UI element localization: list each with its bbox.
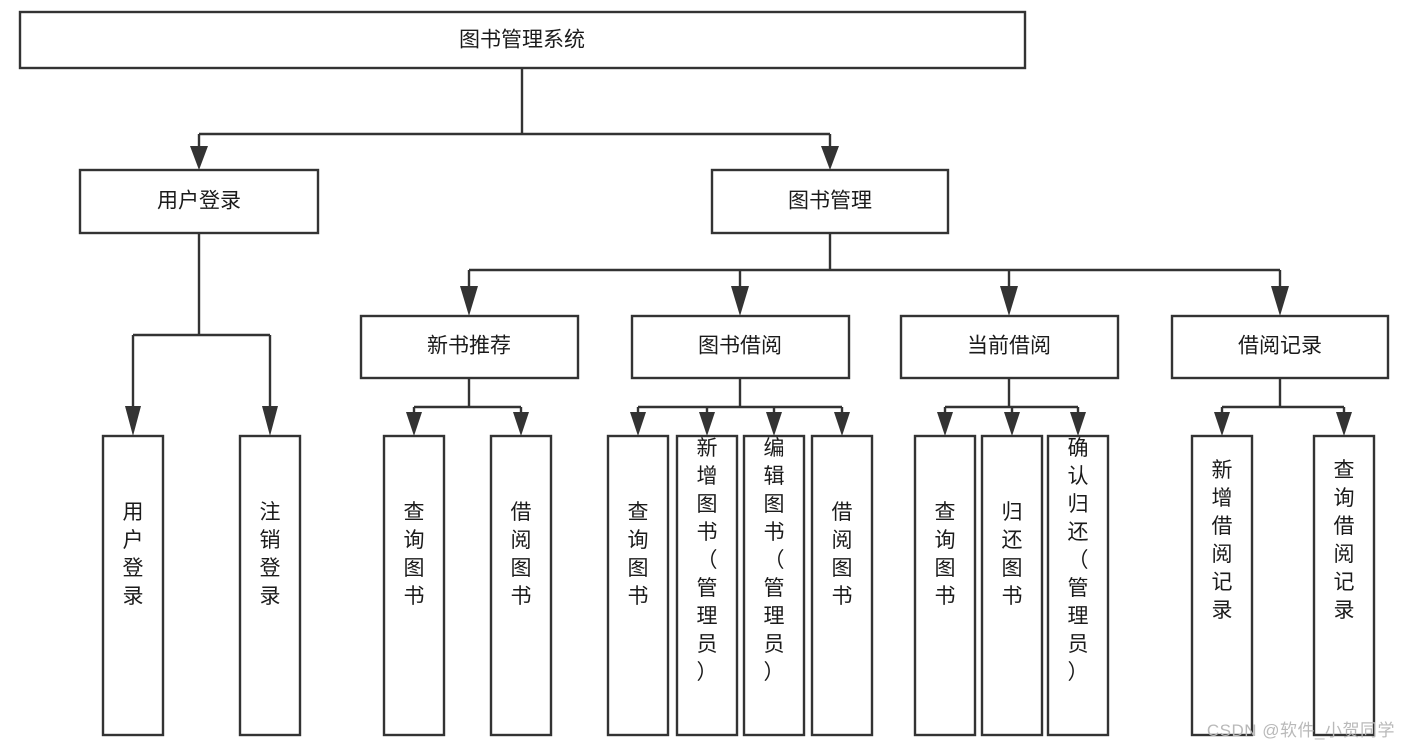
node-current-borrow-label: 当前借阅 bbox=[967, 335, 1051, 358]
node-current-borrow-box[interactable] bbox=[899, 314, 1120, 380]
node-leaf-logout-box[interactable] bbox=[238, 434, 302, 737]
arrow-head-leaf-borrow-book-2 bbox=[834, 412, 850, 436]
node-book-borrow-label: 图书借阅 bbox=[698, 335, 782, 358]
node-book-manage-box[interactable] bbox=[710, 168, 950, 235]
node-leaf-query-record[interactable]: 查询借阅记录 bbox=[1312, 434, 1376, 737]
node-leaf-return-book-box[interactable] bbox=[980, 434, 1044, 737]
node-borrow-record-label: 借阅记录 bbox=[1238, 335, 1322, 358]
arrow-head-leaf-user-login bbox=[125, 406, 141, 436]
node-root[interactable]: 图书管理系统 bbox=[18, 10, 1027, 70]
node-leaf-user-login-label: 用户登录 bbox=[123, 501, 144, 608]
node-leaf-borrow-book-2[interactable]: 借阅图书 bbox=[810, 434, 874, 737]
arrow-head-leaf-add-record bbox=[1214, 412, 1230, 436]
arrow-head-leaf-query-record bbox=[1336, 412, 1352, 436]
node-book-manage[interactable]: 图书管理 bbox=[710, 168, 950, 235]
node-leaf-return-book-label: 归还图书 bbox=[1002, 501, 1023, 608]
node-leaf-return-book[interactable]: 归还图书 bbox=[980, 434, 1044, 737]
node-leaf-add-book-label: 新增图书（管理员） bbox=[697, 437, 718, 684]
node-borrow-record[interactable]: 借阅记录 bbox=[1170, 314, 1390, 380]
node-book-borrow[interactable]: 图书借阅 bbox=[630, 314, 851, 380]
arrow-head-leaf-query-book-2 bbox=[630, 412, 646, 436]
node-leaf-query-book-1-label: 查询图书 bbox=[404, 501, 425, 608]
node-leaf-add-book-box[interactable] bbox=[675, 434, 739, 737]
node-new-book-rec-label: 新书推荐 bbox=[427, 335, 511, 358]
node-leaf-user-login[interactable]: 用户登录 bbox=[101, 434, 165, 737]
node-leaf-add-record-box[interactable] bbox=[1190, 434, 1254, 737]
arrow-head-leaf-edit-book bbox=[766, 412, 782, 436]
node-leaf-borrow-book-2-box[interactable] bbox=[810, 434, 874, 737]
node-leaf-query-book-3-label: 查询图书 bbox=[935, 501, 956, 608]
node-leaf-borrow-book-2-label: 借阅图书 bbox=[832, 501, 853, 608]
node-leaf-confirm-return[interactable]: 确认归还（管理员） bbox=[1046, 434, 1110, 737]
node-user-login-label: 用户登录 bbox=[157, 190, 241, 213]
node-leaf-add-record[interactable]: 新增借阅记录 bbox=[1190, 434, 1254, 737]
arrow-head-borrow-record bbox=[1271, 286, 1289, 316]
node-leaf-borrow-book-1-box[interactable] bbox=[489, 434, 553, 737]
node-new-book-rec[interactable]: 新书推荐 bbox=[359, 314, 580, 380]
node-leaf-query-record-label: 查询借阅记录 bbox=[1334, 459, 1355, 622]
node-leaf-logout[interactable]: 注销登录 bbox=[238, 434, 302, 737]
node-book-borrow-box[interactable] bbox=[630, 314, 851, 380]
node-leaf-query-book-3-box[interactable] bbox=[913, 434, 977, 737]
node-leaf-logout-label: 注销登录 bbox=[260, 501, 281, 608]
arrow-head-book-borrow bbox=[731, 286, 749, 316]
node-leaf-query-book-1[interactable]: 查询图书 bbox=[382, 434, 446, 737]
node-leaf-query-book-2-box[interactable] bbox=[606, 434, 670, 737]
node-leaf-edit-book[interactable]: 编辑图书（管理员） bbox=[742, 434, 806, 737]
node-current-borrow[interactable]: 当前借阅 bbox=[899, 314, 1120, 380]
arrow-head-leaf-confirm-return bbox=[1070, 412, 1086, 436]
node-leaf-confirm-return-box[interactable] bbox=[1046, 434, 1110, 737]
node-borrow-record-box[interactable] bbox=[1170, 314, 1390, 380]
node-new-book-rec-box[interactable] bbox=[359, 314, 580, 380]
node-root-label: 图书管理系统 bbox=[459, 29, 585, 52]
node-leaf-user-login-box[interactable] bbox=[101, 434, 165, 737]
node-leaf-query-record-box[interactable] bbox=[1312, 434, 1376, 737]
connector-layer bbox=[125, 68, 1352, 436]
node-user-login[interactable]: 用户登录 bbox=[78, 168, 320, 235]
arrow-head-leaf-borrow-book-1 bbox=[513, 412, 529, 436]
node-leaf-query-book-1-box[interactable] bbox=[382, 434, 446, 737]
arrow-head-leaf-add-book bbox=[699, 412, 715, 436]
node-root-box[interactable] bbox=[18, 10, 1027, 70]
node-leaf-add-record-label: 新增借阅记录 bbox=[1212, 459, 1233, 622]
arrow-head-book-manage bbox=[821, 146, 839, 170]
arrow-head-leaf-query-book-3 bbox=[937, 412, 953, 436]
node-leaf-add-book[interactable]: 新增图书（管理员） bbox=[675, 434, 739, 737]
arrow-head-user-login bbox=[190, 146, 208, 170]
node-leaf-query-book-2[interactable]: 查询图书 bbox=[606, 434, 670, 737]
node-leaf-edit-book-label: 编辑图书（管理员） bbox=[764, 437, 785, 684]
arrow-head-leaf-return-book bbox=[1004, 412, 1020, 436]
node-user-login-box[interactable] bbox=[78, 168, 320, 235]
node-leaf-borrow-book-1-label: 借阅图书 bbox=[511, 501, 532, 608]
arrow-head-leaf-logout bbox=[262, 406, 278, 436]
node-leaf-edit-book-box[interactable] bbox=[742, 434, 806, 737]
node-leaf-confirm-return-label: 确认归还（管理员） bbox=[1068, 437, 1089, 684]
node-leaf-query-book-3[interactable]: 查询图书 bbox=[913, 434, 977, 737]
arrow-head-current-borrow bbox=[1000, 286, 1018, 316]
arrow-head-new-book-rec bbox=[460, 286, 478, 316]
node-leaf-borrow-book-1[interactable]: 借阅图书 bbox=[489, 434, 553, 737]
node-leaf-query-book-2-label: 查询图书 bbox=[628, 501, 649, 608]
node-book-manage-label: 图书管理 bbox=[788, 190, 872, 213]
arrow-head-leaf-query-book-1 bbox=[406, 412, 422, 436]
